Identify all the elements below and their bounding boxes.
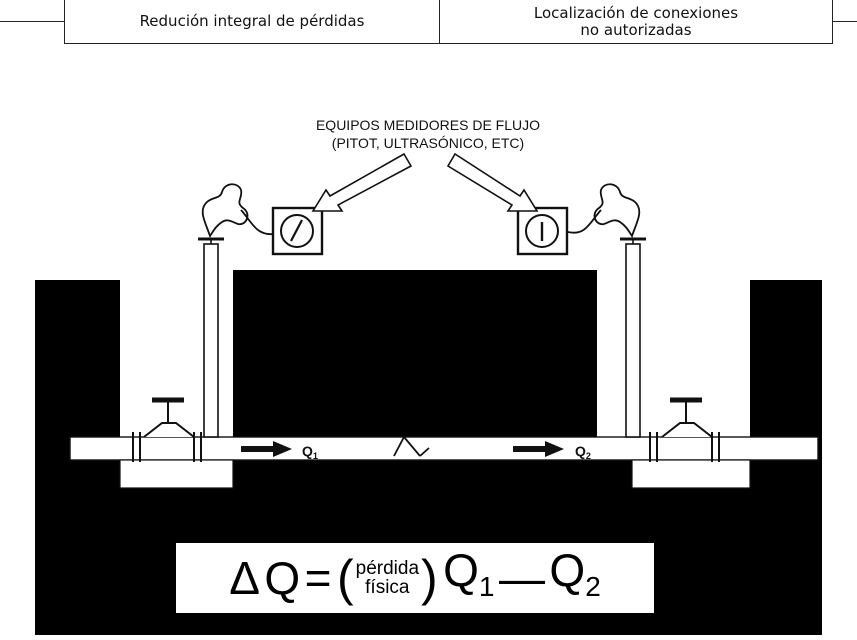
left-flow-meter-icon <box>271 206 324 256</box>
flow-in-label: Q1 <box>302 443 318 461</box>
flow-out-arrow-icon <box>513 441 564 457</box>
loss-formula: Δ Q = ( pérdida física ) Q1 — Q2 <box>176 543 654 613</box>
flow-in-arrow-icon <box>241 441 292 457</box>
flow-out-subscript: 2 <box>586 451 591 461</box>
header-cell-right-line2: no autorizadas <box>580 20 692 39</box>
right-valve-pad <box>631 459 751 489</box>
formula-q: Q <box>264 552 301 604</box>
right-valve-icon <box>649 397 720 462</box>
left-pointer-arrow-icon <box>311 152 413 212</box>
right-flow-meter-icon <box>516 206 569 256</box>
header-cell-right: Localización de conexiones no autorizada… <box>439 0 833 44</box>
formula-q2-subscript: 2 <box>585 570 601 602</box>
right-hose-icon <box>567 183 641 239</box>
right-pitot-probe <box>620 237 646 438</box>
formula-q1: Q1 <box>443 547 494 610</box>
formula-q1-symbol: Q <box>443 543 479 596</box>
formula-open-paren: ( <box>336 550 354 606</box>
formula-q2: Q2 <box>549 547 600 610</box>
left-valve-pad <box>119 459 234 489</box>
formula-q2-symbol: Q <box>549 543 586 596</box>
pipe <box>69 436 819 461</box>
left-hose-icon <box>201 183 275 239</box>
header-table: Redución integral de pérdidas Localizaci… <box>0 0 857 44</box>
header-left-rule <box>0 21 64 22</box>
left-pitot-probe <box>198 237 224 438</box>
header-right-rule <box>833 21 857 22</box>
flow-in-subscript: 1 <box>313 451 318 461</box>
flow-out-symbol: Q <box>575 443 586 459</box>
right-pointer-arrow-icon <box>446 152 539 212</box>
formula-equals: = <box>304 552 332 604</box>
formula-loss-top: pérdida <box>355 558 420 579</box>
header-cell-right-line1: Localización de conexiones <box>533 3 739 22</box>
flow-out-label: Q2 <box>575 443 591 461</box>
leak-mark-icon <box>393 435 430 457</box>
meters-label-line2: (PITOT, ULTRASÓNICO, ETC) <box>332 135 524 151</box>
formula-delta: Δ <box>229 552 260 604</box>
left-valve-icon <box>132 397 202 462</box>
formula-loss-label: pérdida física <box>356 559 419 597</box>
formula-loss-bottom: física <box>365 577 410 598</box>
formula-minus: — <box>498 552 545 604</box>
meters-label-line1: EQUIPOS MEDIDORES DE FLUJO <box>316 117 540 133</box>
formula-q1-subscript: 1 <box>478 570 495 602</box>
header-cell-left-text: Redución integral de pérdidas <box>139 12 365 30</box>
flow-in-symbol: Q <box>302 443 313 459</box>
formula-close-paren: ) <box>421 550 438 606</box>
